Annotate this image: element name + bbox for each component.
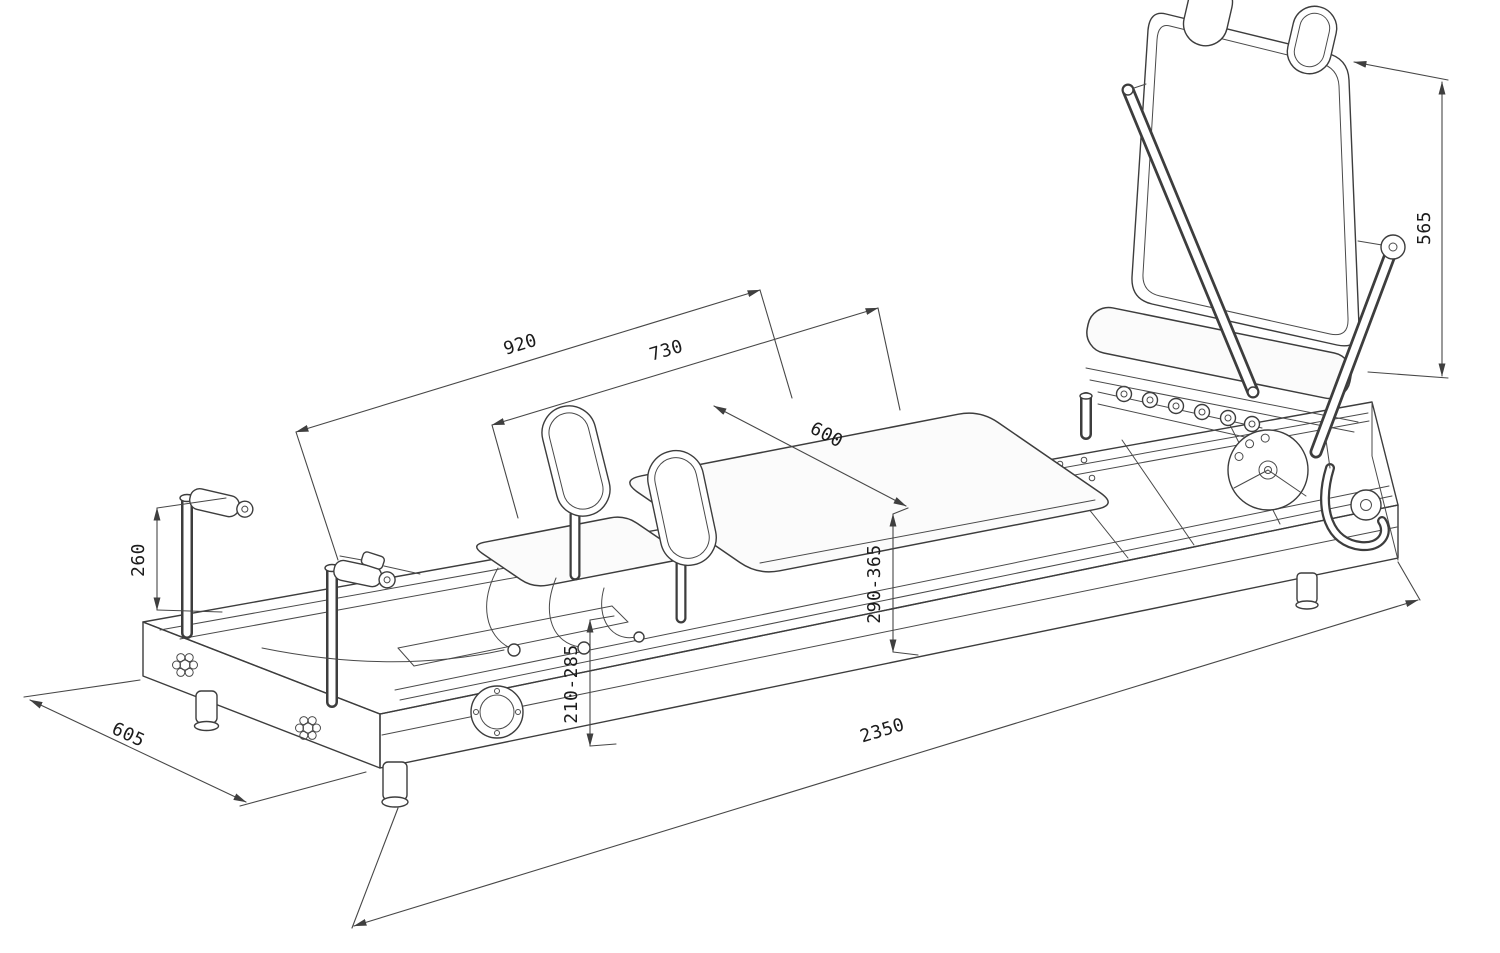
dim-label-210-285: 210-285 xyxy=(561,644,582,723)
foot-bar-clamp xyxy=(188,488,254,518)
dimension-260: 260 xyxy=(128,497,227,613)
foot-bar-clamp xyxy=(333,559,396,589)
dimensions: 920 730 600 565 260 290- xyxy=(23,60,1449,929)
strap-buckle xyxy=(360,551,385,570)
support-strut-right xyxy=(1309,234,1406,459)
frame-leg xyxy=(1295,572,1319,610)
spring-gear-bar xyxy=(1079,385,1263,441)
flower-knob xyxy=(295,716,321,740)
dimension-2350: 2350 xyxy=(351,561,1421,929)
caster-wheel-hook xyxy=(1320,439,1390,552)
platform-foot-tab xyxy=(1182,0,1234,47)
frame-leg xyxy=(381,761,409,808)
dimension-605: 605 xyxy=(23,679,367,807)
gear-peg xyxy=(1115,385,1261,433)
hinge-mechanism xyxy=(1227,429,1309,511)
platform-foot-tab xyxy=(1286,5,1338,75)
dim-label-2350: 2350 xyxy=(858,714,908,747)
dim-label-920: 920 xyxy=(501,330,540,360)
shoulder-rest-pad xyxy=(541,405,611,517)
support-strut-left xyxy=(1121,83,1260,399)
stop-post xyxy=(1079,392,1093,440)
dim-label-565: 565 xyxy=(1414,211,1435,245)
flower-knob xyxy=(172,653,198,677)
dim-label-730: 730 xyxy=(647,336,686,366)
logo-plate xyxy=(470,685,524,739)
dimension-565: 565 xyxy=(1353,60,1449,379)
dimension-210-285: 210-285 xyxy=(561,615,617,747)
frame-leg xyxy=(193,690,220,732)
dim-label-260: 260 xyxy=(128,543,149,577)
shoulder-rest-pad xyxy=(647,449,717,567)
dim-label-290-365: 290-365 xyxy=(864,544,885,623)
folded-platform-panel xyxy=(1131,0,1360,347)
foot-bar-post xyxy=(324,559,396,708)
